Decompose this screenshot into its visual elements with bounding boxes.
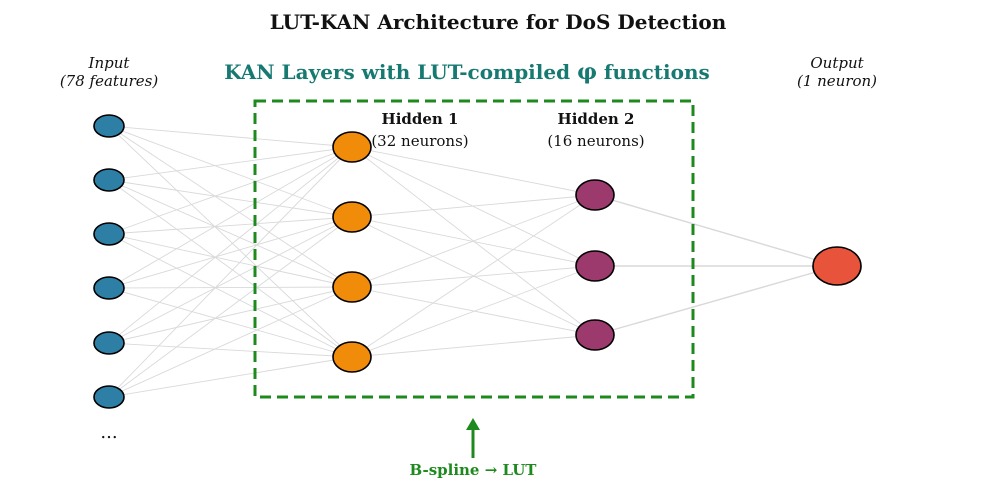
output-label: Output — [810, 54, 864, 72]
edge-line — [351, 265, 596, 358]
edge-line — [108, 356, 353, 398]
input-neuron-3 — [93, 222, 125, 246]
edge-line — [108, 216, 353, 289]
neuron-nodes — [93, 114, 862, 409]
hidden2-neuron-3 — [575, 319, 615, 351]
edge-line — [108, 146, 353, 235]
input-sublabel: (78 features) — [60, 72, 159, 90]
edge-line — [351, 286, 596, 336]
input-neuron-5 — [93, 331, 125, 355]
edge-line — [594, 265, 838, 336]
connection-edges — [108, 125, 838, 398]
edge-line — [108, 286, 353, 289]
output-sublabel: (1 neuron) — [797, 72, 877, 90]
input-neuron-2 — [93, 168, 125, 192]
edge-line — [108, 146, 353, 181]
kan-box-title: KAN Layers with LUT-compiled φ functions — [224, 59, 710, 85]
phi-symbol: φ — [577, 59, 597, 85]
input-ellipsis: ... — [100, 422, 117, 443]
edge-line — [351, 194, 596, 288]
input-label: Input — [88, 54, 131, 72]
edge-line — [108, 146, 353, 289]
edge-line — [108, 146, 353, 398]
edge-line — [108, 125, 353, 218]
hidden2-neuron-1 — [575, 179, 615, 211]
bspline-annotation: B-spline → LUT — [410, 461, 538, 479]
edge-line — [108, 216, 353, 398]
hidden1-neuron-1 — [332, 131, 372, 163]
edge-line — [351, 334, 596, 358]
edge-line — [351, 194, 596, 358]
edge-line — [351, 216, 596, 267]
input-neuron-6 — [93, 385, 125, 409]
edge-line — [108, 216, 353, 344]
edge-line — [108, 287, 353, 358]
hidden2-subtitle: (16 neurons) — [547, 132, 644, 150]
hidden1-title: Hidden 1 — [382, 110, 459, 128]
input-neuron-4 — [93, 276, 125, 300]
edge-line — [108, 179, 353, 288]
edge-line — [108, 286, 353, 344]
edge-line — [108, 125, 353, 288]
kan-box-title-suffix: functions — [597, 60, 710, 84]
hidden2-neuron-2 — [575, 250, 615, 282]
edge-line — [108, 216, 353, 235]
hidden1-neuron-2 — [332, 201, 372, 233]
kan-box-title-prefix: KAN Layers with LUT-compiled — [224, 60, 577, 84]
kan-layers-box — [253, 99, 695, 399]
edge-line — [108, 233, 353, 358]
edge-line — [108, 233, 353, 288]
edge-line — [108, 286, 353, 398]
edge-line — [108, 146, 353, 344]
edge-line — [108, 179, 353, 358]
edge-line — [108, 342, 353, 358]
edge-line — [108, 125, 353, 148]
output-neuron-1 — [812, 246, 862, 286]
edge-line — [351, 146, 596, 267]
edge-line — [108, 179, 353, 218]
edge-line — [351, 194, 596, 218]
diagram-title: LUT-KAN Architecture for DoS Detection — [270, 10, 727, 34]
hidden1-neuron-4 — [332, 341, 372, 373]
input-neuron-1 — [93, 114, 125, 138]
hidden1-subtitle: (32 neurons) — [371, 132, 468, 150]
hidden2-title: Hidden 2 — [558, 110, 635, 128]
edge-line — [351, 146, 596, 196]
hidden1-neuron-3 — [332, 271, 372, 303]
bspline-arrow — [466, 418, 480, 458]
edge-line — [594, 194, 838, 267]
edge-line — [108, 125, 353, 358]
